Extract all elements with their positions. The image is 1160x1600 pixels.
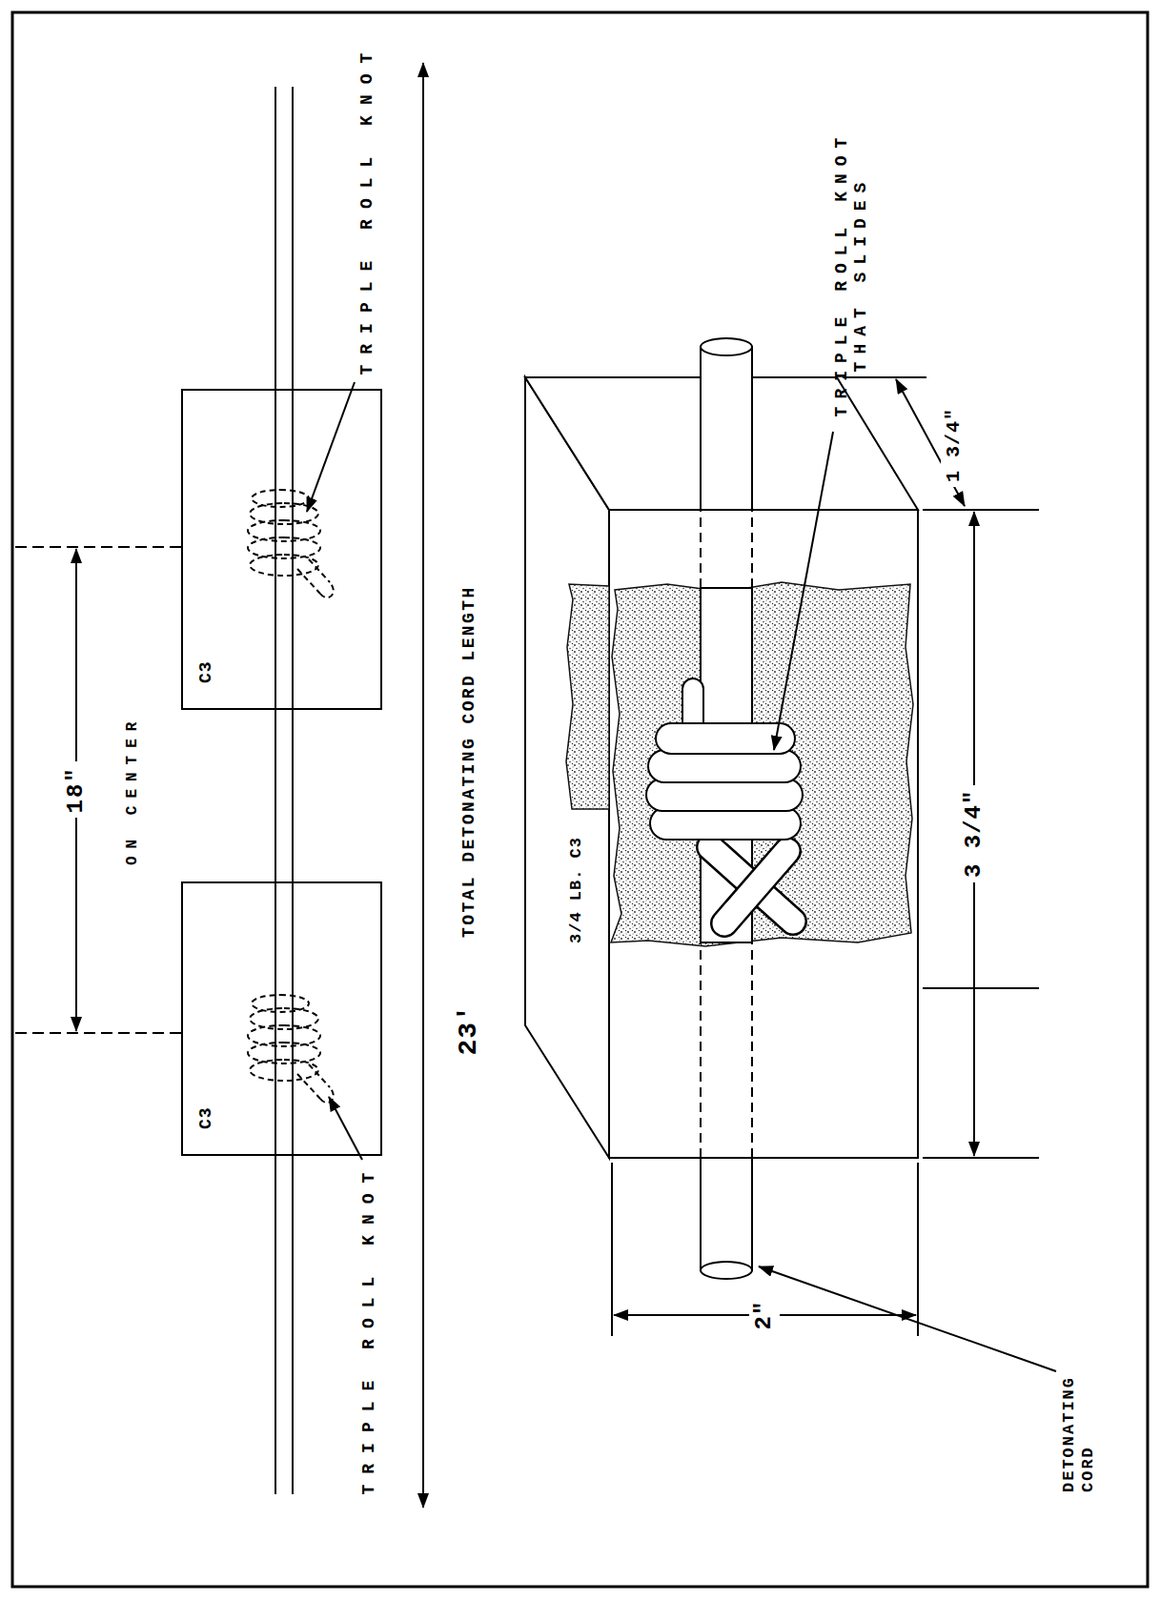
hidden-cord	[751, 509, 753, 589]
cutaway	[566, 584, 610, 810]
dimension-line	[610, 1162, 613, 1337]
callout-label: TRIPLE ROLL KNOT	[359, 1162, 380, 1496]
dimension-line	[916, 1162, 919, 1337]
cord-line	[274, 881, 277, 1495]
sliding-knot	[646, 778, 803, 812]
charge-block: 3/4 LB. C3	[525, 377, 918, 1159]
callout-label: DETONATING CORD	[1059, 1349, 1098, 1493]
callout-label: TRIPLE ROLL KNOT THAT SLIDES	[832, 116, 872, 431]
hidden-cord	[699, 942, 702, 1159]
hidden-knot	[247, 995, 334, 1103]
dimension-note: ON CENTER	[123, 714, 142, 866]
detonating-cord	[275, 710, 293, 882]
detonating-cord	[700, 338, 753, 356]
charge-box: C3	[181, 881, 383, 1157]
cord-line	[291, 86, 294, 711]
detonating-cord	[700, 1158, 753, 1271]
hidden-cord	[699, 509, 702, 589]
leader-line	[328, 1097, 363, 1160]
sliding-knot	[650, 807, 801, 840]
dimension-line	[611, 377, 1039, 1337]
dimension-line	[922, 987, 1039, 990]
charge-block	[609, 509, 918, 1159]
dimension-line	[15, 546, 182, 549]
dimension-line	[15, 1032, 182, 1035]
charge-label: 3/4 LB. C3	[567, 834, 587, 947]
sliding-knot	[648, 750, 801, 783]
charge-box: C3	[181, 388, 383, 711]
detonating-cord	[700, 1261, 753, 1280]
sliding-knot	[724, 851, 788, 924]
dimension-note: TOTAL DETONATING CORD LENGTH	[459, 585, 480, 938]
cord-line	[274, 710, 277, 882]
cutaway	[610, 582, 914, 947]
charge-label: C3	[196, 660, 217, 684]
cord-line	[291, 710, 294, 882]
frame-border	[12, 12, 1148, 1588]
hidden-knot	[247, 489, 334, 598]
dimension-line	[15, 547, 182, 1034]
leader-line	[773, 431, 834, 751]
cord-line	[291, 881, 294, 1495]
leader-line	[758, 1266, 1057, 1372]
cord-line	[274, 86, 277, 711]
sliding-knot	[646, 678, 803, 924]
dimension-label: 3 3/4"	[958, 785, 990, 883]
dimension-label: 1 3/4"	[940, 403, 967, 488]
hidden-cord	[751, 942, 753, 1159]
dimension-line	[422, 62, 425, 1508]
detonating-cord	[700, 346, 753, 510]
cutaway	[566, 582, 914, 947]
dimension-label: 18"	[61, 761, 92, 818]
dimension-label: 23'	[453, 1004, 485, 1056]
leader-line	[306, 382, 355, 512]
sliding-knot	[724, 851, 788, 924]
dimension-label: 2"	[749, 1296, 780, 1336]
callout-label: TRIPLE ROLL KNOT	[357, 42, 378, 376]
charge-label: C3	[196, 1106, 217, 1130]
dimension-line	[842, 376, 927, 379]
dimension-line	[922, 1157, 1039, 1160]
dimension-line	[922, 508, 1039, 511]
cord-line	[275, 86, 293, 1495]
charge-block	[525, 377, 610, 1159]
